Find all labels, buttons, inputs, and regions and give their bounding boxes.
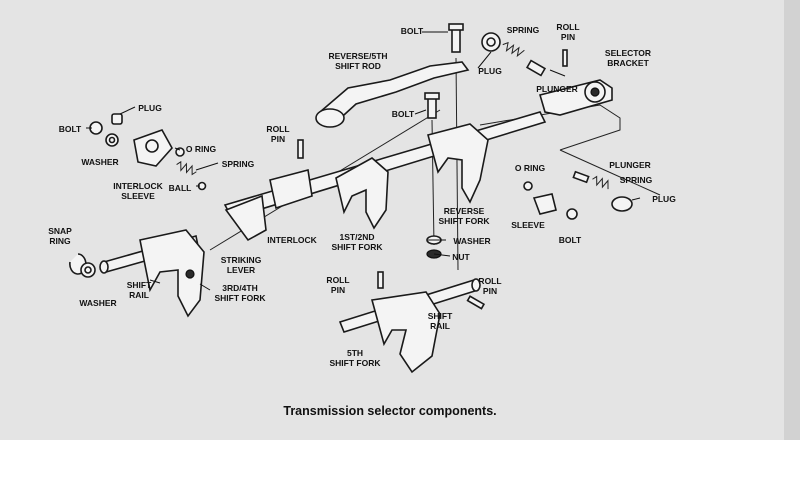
- plug-right: [611, 196, 633, 212]
- label-leaders: [86, 31, 641, 291]
- shift-fork-3rd-4th: [139, 229, 205, 318]
- spring-left: [176, 160, 197, 176]
- shift-fork-5th: [370, 291, 441, 374]
- label-o-ring-left: O RING: [185, 144, 217, 154]
- striking-lever: [224, 194, 267, 242]
- shift-fork-1st-2nd: [335, 157, 389, 230]
- label-spring-right: SPRING: [619, 175, 653, 185]
- bolt-mid: [424, 92, 440, 119]
- label-bolt-right: BOLT: [558, 235, 582, 245]
- label-plug-top: PLUG: [478, 66, 502, 76]
- roll-pin-mid: [297, 139, 304, 159]
- label-washer-bottom: WASHER: [79, 298, 117, 308]
- figure-caption: Transmission selector components.: [283, 404, 497, 418]
- plunger-right: [572, 170, 590, 184]
- label-washer-mid: WASHER: [453, 236, 491, 246]
- exploded-view-drawing: [69, 23, 661, 374]
- o-ring-right: [523, 181, 533, 191]
- label-interlock: INTERLOCK: [267, 235, 317, 245]
- label-plunger-top: PLUNGER: [536, 84, 578, 94]
- label-o-ring-right: O RING: [514, 163, 546, 173]
- reverse-5th-shift-rod: [315, 61, 470, 128]
- roll-pin-low: [377, 271, 384, 289]
- scan-edge-strip: [784, 0, 800, 440]
- plunger-top: [525, 59, 547, 77]
- washer-bottom: [80, 262, 96, 278]
- reverse-shift-fork: [427, 123, 489, 204]
- scanned-diagram-area: [0, 0, 800, 440]
- label-washer-left: WASHER: [81, 157, 119, 167]
- roll-pin-low-right: [466, 295, 486, 310]
- label-plug-right: PLUG: [652, 194, 676, 204]
- label-plunger-right: PLUNGER: [609, 160, 651, 170]
- label-bolt-left: BOLT: [58, 124, 82, 134]
- spring-right: [592, 175, 609, 190]
- o-ring-left: [175, 147, 185, 157]
- bolt-right: [566, 208, 578, 220]
- label-bolt-top: BOLT: [400, 26, 424, 36]
- label-bolt-mid: BOLT: [391, 109, 415, 119]
- interlock-block: [269, 169, 313, 210]
- label-nut: NUT: [452, 252, 470, 262]
- label-ball: BALL: [168, 183, 192, 193]
- interlock-sleeve: [133, 129, 173, 167]
- label-plug-left: PLUG: [138, 103, 162, 113]
- selector-bracket: [538, 79, 613, 116]
- roll-pin-top: [562, 49, 568, 67]
- spring-top: [502, 41, 525, 58]
- label-spring-top: SPRING: [506, 25, 540, 35]
- label-spring-left: SPRING: [221, 159, 255, 169]
- bolt-top: [448, 23, 464, 53]
- plug-top: [481, 32, 501, 52]
- plug-left: [111, 113, 123, 125]
- sleeve-right: [532, 193, 557, 215]
- label-sleeve-right: SLEEVE: [511, 220, 545, 230]
- washer-left: [105, 133, 119, 147]
